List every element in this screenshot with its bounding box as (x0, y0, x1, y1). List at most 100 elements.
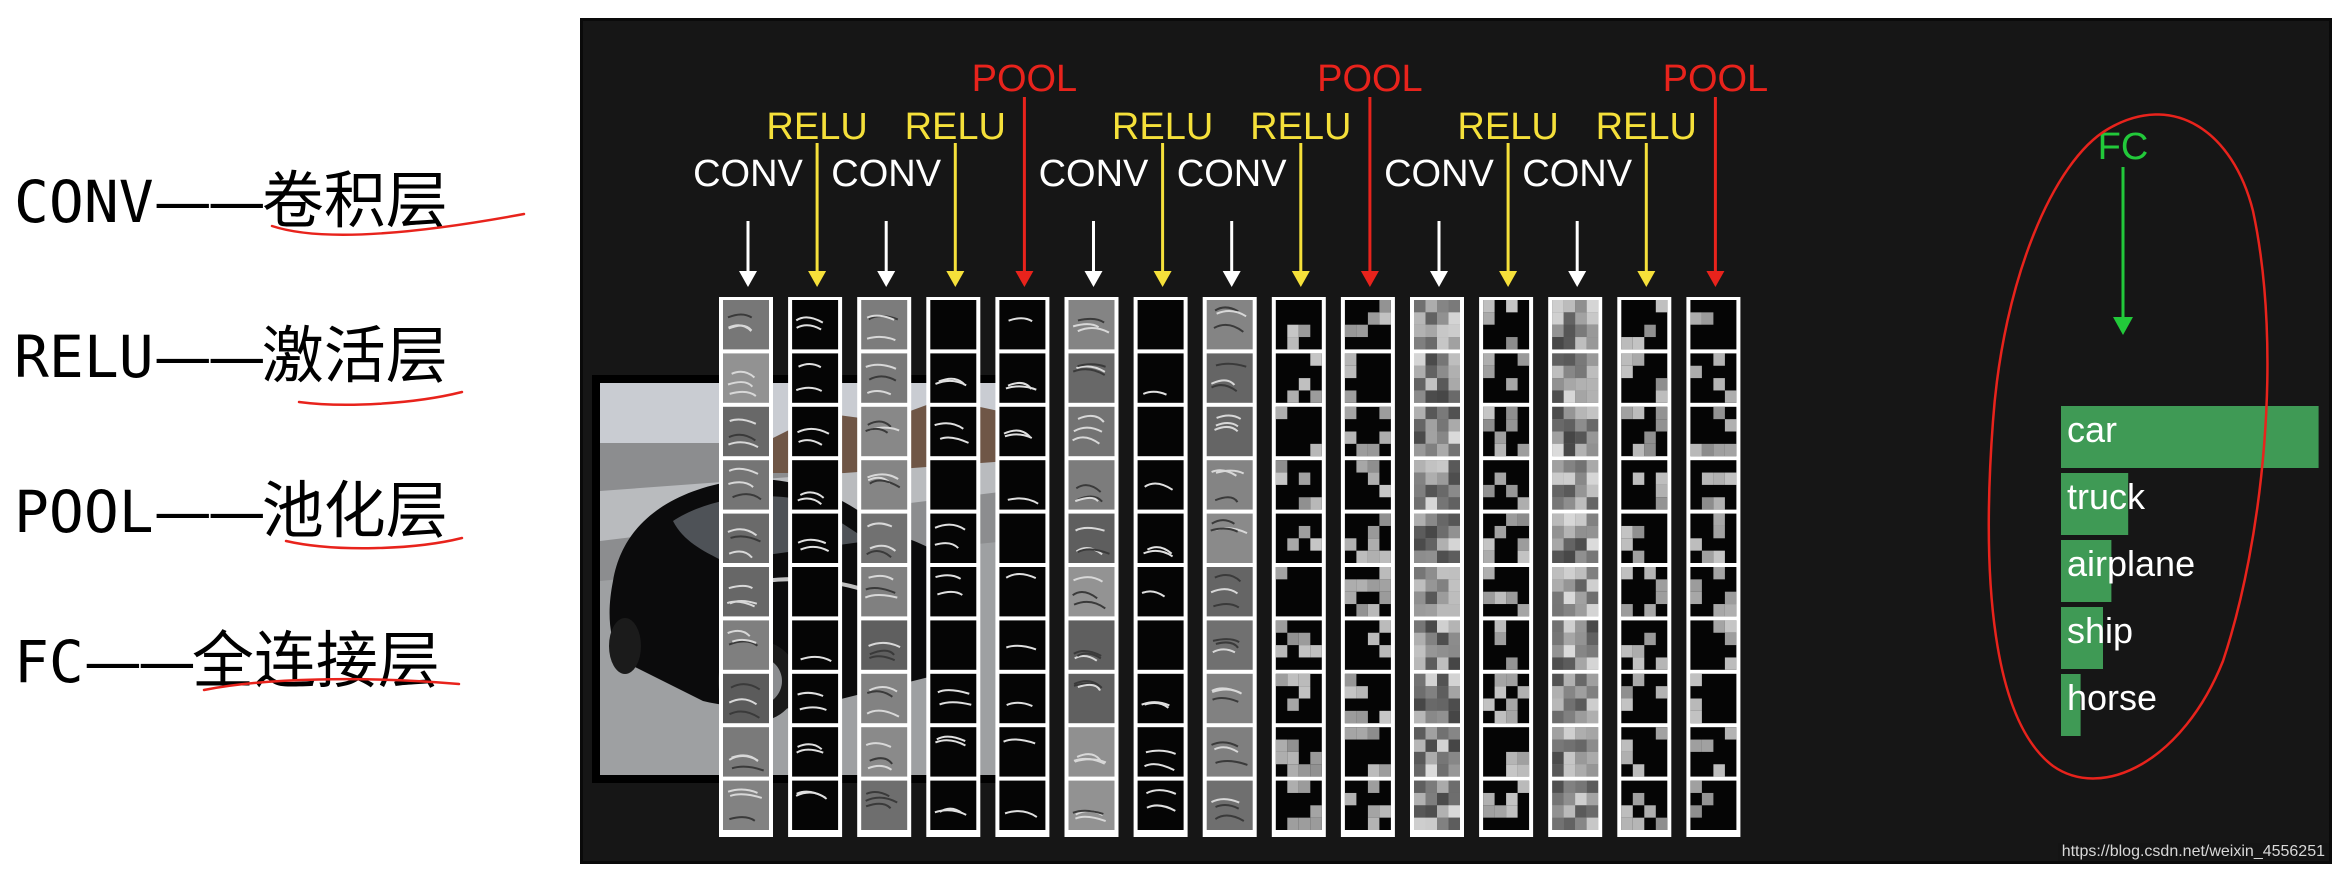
activation-map (1621, 727, 1668, 777)
class-score-bar (2061, 607, 2103, 669)
activation-map (1690, 780, 1737, 830)
legend-dash: —— (153, 323, 266, 391)
activation-pixel (1414, 472, 1426, 485)
activation-pixel (1586, 792, 1599, 806)
activation-pixel (1506, 337, 1518, 350)
class-score-bar (2061, 406, 2319, 468)
activation-map (723, 460, 769, 510)
activation-pixel (1483, 792, 1495, 806)
activation-pixel (1437, 538, 1449, 551)
activation-pixel (1552, 419, 1564, 432)
activation-pixel (1655, 727, 1668, 740)
activation-texture (1004, 433, 1033, 439)
activation-map (1414, 513, 1460, 563)
activation-pixel (1621, 698, 1633, 711)
activation-pixel (1552, 353, 1564, 366)
activation-pixel (1437, 739, 1449, 752)
layer-label: RELU (1112, 106, 1213, 148)
activation-pixel (1425, 431, 1437, 444)
activation-pixel (1575, 567, 1587, 580)
activation-pixel (1483, 300, 1495, 313)
activation-pixel (1552, 632, 1564, 646)
activation-map (1068, 353, 1115, 403)
activation-texture (934, 542, 959, 549)
layer-arrow-head (1222, 271, 1241, 287)
activation-tile (723, 727, 769, 777)
activation-map (1068, 406, 1115, 457)
activation-pixel (1494, 472, 1507, 485)
layer-arrow-head (1084, 271, 1103, 287)
activation-map (930, 567, 977, 617)
activation-texture (869, 544, 897, 552)
activation-pixel (1552, 780, 1564, 793)
activation-pixel (1655, 657, 1668, 670)
activation-pixel (1356, 324, 1368, 338)
activation-map (1068, 673, 1115, 724)
activation-pixel (1483, 365, 1495, 379)
activation-pixel (1437, 751, 1449, 765)
activation-tile (999, 353, 1046, 403)
activation-pixel (1414, 817, 1426, 830)
layer-label: RELU (1596, 106, 1697, 148)
activation-map (999, 780, 1046, 830)
activation-texture (797, 743, 823, 751)
activation-pixel (1563, 739, 1576, 752)
activation-map (792, 406, 839, 457)
activation-map (1483, 727, 1530, 777)
activation-texture (935, 739, 966, 747)
activation-pixel (1287, 698, 1299, 711)
class-bar-airplane: airplane (2061, 540, 2195, 602)
activation-pixel (1552, 406, 1564, 420)
activation-pixel (1517, 686, 1530, 699)
activation-map (1483, 460, 1530, 510)
activation-pixel (1344, 431, 1357, 444)
activation-pixel (1552, 550, 1564, 563)
activation-texture (1213, 323, 1244, 333)
activation-map (1206, 727, 1253, 777)
activation-tile (1068, 353, 1115, 403)
activation-pixel (1425, 365, 1437, 379)
activation-map (1137, 567, 1184, 617)
activation-pixel (1586, 604, 1599, 617)
activation-pixel (1724, 419, 1737, 432)
activation-pixel (1552, 497, 1564, 510)
activation-pixel (1448, 579, 1460, 592)
activation-pixel (1437, 365, 1449, 379)
legend-chinese-name: 全连接层 (191, 624, 440, 697)
activation-pixel (1586, 780, 1599, 793)
activation-pixel (1690, 698, 1702, 711)
activation-pixel (1437, 300, 1449, 313)
activation-map (723, 513, 769, 563)
activation-pixel (1655, 591, 1668, 605)
activation-map (1137, 780, 1184, 830)
activation-map (999, 727, 1046, 777)
activation-pixel (1506, 792, 1518, 806)
activation-pixel (1575, 751, 1587, 765)
activation-pixel (1367, 443, 1380, 457)
layer-relu-9: RELU (1250, 106, 1351, 837)
activation-pixel (1275, 620, 1288, 633)
activation-pixel (1621, 686, 1633, 699)
activation-pixel (1632, 645, 1645, 658)
activation-texture (1146, 546, 1173, 555)
activation-tile (792, 673, 839, 724)
activation-pixel (1701, 472, 1714, 485)
activation-pixel (1586, 312, 1599, 325)
activation-pixel (1724, 591, 1737, 605)
activation-pixel (1483, 805, 1495, 818)
activation-pixel (1586, 353, 1599, 366)
activation-pixel (1425, 460, 1437, 473)
activation-pixel (1586, 300, 1599, 313)
activation-pixel (1310, 817, 1322, 830)
activation-tile (1137, 300, 1184, 350)
activation-pixel (1437, 632, 1449, 646)
activation-pixel (1414, 792, 1426, 806)
activation-map (723, 673, 769, 724)
activation-pixel (1448, 632, 1460, 646)
activation-pixel (1414, 431, 1426, 444)
activation-pixel (1367, 632, 1380, 646)
activation-pixel (1448, 604, 1460, 617)
activation-map (1068, 460, 1115, 510)
activation-pixel (1575, 645, 1587, 658)
activation-map (1206, 620, 1253, 670)
